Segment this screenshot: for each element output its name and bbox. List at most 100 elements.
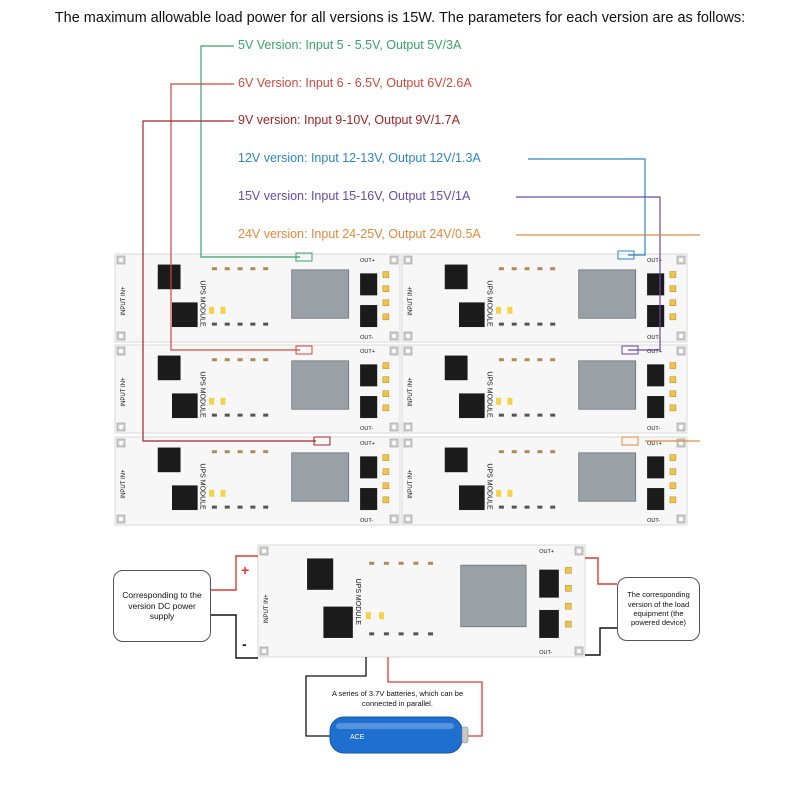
smd-part <box>537 413 543 417</box>
smd-part <box>550 322 556 326</box>
out-minus-silk: OUT- <box>360 426 373 432</box>
led <box>496 397 502 405</box>
ic-chip <box>459 393 485 419</box>
smd-part <box>237 413 243 417</box>
mounting-hole <box>679 334 683 338</box>
led <box>496 489 502 497</box>
input-silk: INPUT IN+ <box>408 286 414 316</box>
smd-part <box>498 322 504 326</box>
smd-part <box>524 267 530 271</box>
smd-part <box>524 450 530 454</box>
smd-part <box>550 450 556 454</box>
header-pin <box>669 404 677 412</box>
header-pin <box>382 271 390 278</box>
smd-part <box>524 358 530 362</box>
mounting-hole <box>679 349 683 353</box>
ic-chip <box>172 393 198 419</box>
smd-part <box>369 632 375 636</box>
mosfet <box>647 305 665 328</box>
mounting-hole <box>679 441 683 445</box>
header-pin <box>382 299 390 307</box>
version-marker <box>295 252 313 262</box>
smd-part <box>250 450 256 454</box>
out-minus-silk: OUT- <box>647 335 660 341</box>
version-marker <box>313 436 331 446</box>
battery-print: ACE <box>350 734 365 741</box>
module-silk: UPS MODULE <box>486 371 493 418</box>
mounting-hole <box>679 425 683 429</box>
module-silk: UPS MODULE <box>486 463 493 510</box>
mounting-hole <box>392 425 396 429</box>
power-supply-label: Corresponding to the version DC power su… <box>122 590 202 622</box>
mounting-hole <box>262 649 266 653</box>
mounting-hole <box>406 517 410 521</box>
load-device-label: The corresponding version of the load eq… <box>627 590 690 628</box>
mounting-hole <box>392 334 396 338</box>
header-pin <box>669 271 677 278</box>
smd-part <box>498 413 504 417</box>
header-pin <box>669 362 677 369</box>
smd-part <box>537 358 543 362</box>
mounting-hole <box>119 517 123 521</box>
mounting-hole <box>119 334 123 338</box>
smd-part <box>428 632 434 636</box>
smd-part <box>224 450 230 454</box>
smd-part <box>263 358 269 362</box>
header-pin <box>669 313 677 321</box>
smd-part <box>511 322 517 326</box>
version-marker <box>621 345 639 355</box>
mosfet <box>360 364 378 387</box>
smd-part <box>250 358 256 362</box>
mounting-hole <box>392 258 396 262</box>
smd-part <box>537 322 543 326</box>
out-minus-silk: OUT- <box>360 518 373 524</box>
plus-sign: + <box>241 562 250 578</box>
mosfet <box>539 609 559 638</box>
ic-chip <box>172 302 198 328</box>
smd-part <box>413 632 419 636</box>
ic-chip <box>307 558 334 590</box>
smd-part <box>237 267 243 271</box>
smd-part <box>428 561 434 565</box>
smd-part <box>224 322 230 326</box>
smd-part <box>550 413 556 417</box>
smd-part <box>398 561 404 565</box>
output-minus-wire <box>585 627 617 656</box>
inductor <box>291 452 350 502</box>
smd-part <box>537 505 543 509</box>
version-marker <box>621 436 639 446</box>
smd-part <box>383 561 389 565</box>
smd-part <box>211 505 217 509</box>
mosfet <box>360 273 378 296</box>
inductor <box>578 360 637 410</box>
led <box>507 397 513 405</box>
mounting-hole <box>679 258 683 262</box>
mounting-hole <box>392 517 396 521</box>
module-silk: UPS MODULE <box>486 280 493 327</box>
output-plus-wire <box>585 557 617 585</box>
load-device-box: The corresponding version of the load eq… <box>617 577 700 641</box>
header-pin <box>669 285 677 292</box>
led <box>507 489 513 497</box>
header-pin <box>565 585 572 592</box>
out-plus-silk: OUT+ <box>539 549 554 555</box>
smd-part <box>237 505 243 509</box>
ic-chip <box>323 606 353 638</box>
smd-part <box>263 450 269 454</box>
smd-part <box>524 413 530 417</box>
battery-minus-wire <box>305 657 367 737</box>
smd-part <box>369 561 375 565</box>
smd-part <box>511 413 517 417</box>
ic-chip <box>157 264 181 290</box>
mounting-hole <box>392 349 396 353</box>
board-outline <box>401 344 688 434</box>
smd-part <box>498 450 504 454</box>
version-label: 9V version: Input 9-10V, Output 9V/1.7A <box>238 113 460 127</box>
smd-part <box>498 267 504 271</box>
led <box>496 306 502 314</box>
smd-part <box>524 505 530 509</box>
mounting-hole <box>119 425 123 429</box>
